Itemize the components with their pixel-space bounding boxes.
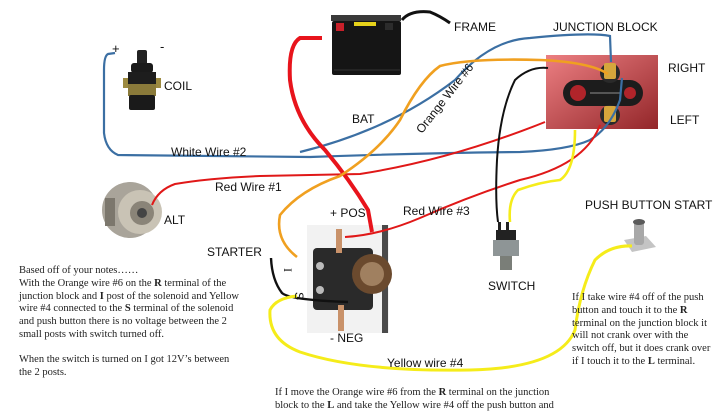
black-wire-starter [269, 257, 349, 304]
red-wire-1 [151, 121, 546, 206]
coil-minus-label: - [160, 39, 165, 54]
yellow-wire-switch [508, 129, 577, 223]
orange-wire-6 [277, 58, 609, 259]
solenoid-s-label: S [292, 292, 306, 301]
switch-label: SWITCH [488, 279, 536, 293]
junction-block-label: JUNCTION BLOCK [553, 20, 658, 34]
alternator-label: ALT [164, 213, 186, 227]
solenoid-i-label: I [281, 268, 295, 272]
yellow-wire-4 [268, 244, 633, 372]
junction-left-label: LEFT [670, 113, 700, 127]
note-right: If I take wire #4 off of the push button… [572, 292, 717, 369]
battery-label: BAT [352, 112, 375, 126]
note-bottom-paragraph: If I move the Orange wire #6 from the R … [275, 387, 554, 411]
starter-solenoid [307, 225, 392, 333]
black-wire-switch [495, 66, 549, 223]
ignition-switch [493, 222, 519, 270]
red-wire-3-label: Red Wire #3 [403, 204, 470, 218]
yellow-wire-4-label: Yellow wire #4 [387, 356, 464, 370]
frame-label: FRAME [454, 20, 496, 34]
black-wire-frame [400, 10, 451, 25]
starter-label: STARTER [207, 245, 262, 259]
battery [331, 15, 401, 75]
white-wire-2-to-jb [299, 33, 613, 154]
battery-red-wire [287, 36, 374, 233]
note-left-paragraph-1: With the Orange wire #6 on the R termina… [19, 277, 239, 340]
push-button-start [624, 219, 656, 252]
red-wire-1-label: Red Wire #1 [215, 180, 282, 194]
ignition-coil [123, 50, 161, 110]
note-left-intro: Based off of your notes…… [19, 265, 139, 276]
solenoid-pos-label: + POS [330, 206, 366, 220]
solenoid-neg-label: - NEG [330, 331, 364, 345]
note-right-paragraph: If I take wire #4 off of the push button… [572, 292, 711, 367]
junction-block [546, 55, 658, 129]
note-bottom: If I move the Orange wire #6 from the R … [275, 387, 575, 413]
red-wire-3 [344, 124, 601, 238]
push-button-label: PUSH BUTTON START [585, 198, 713, 212]
alternator [102, 182, 162, 238]
coil-label: COIL [164, 79, 193, 93]
note-left-paragraph-2: When the switch is turned on I got 12V’s… [19, 353, 230, 378]
coil-plus-label: + [112, 41, 120, 56]
white-wire-2 [102, 51, 624, 159]
white-wire-2-label: White Wire #2 [171, 145, 247, 159]
junction-right-label: RIGHT [668, 61, 706, 75]
note-left: Based off of your notes…… With the Orang… [19, 265, 239, 379]
